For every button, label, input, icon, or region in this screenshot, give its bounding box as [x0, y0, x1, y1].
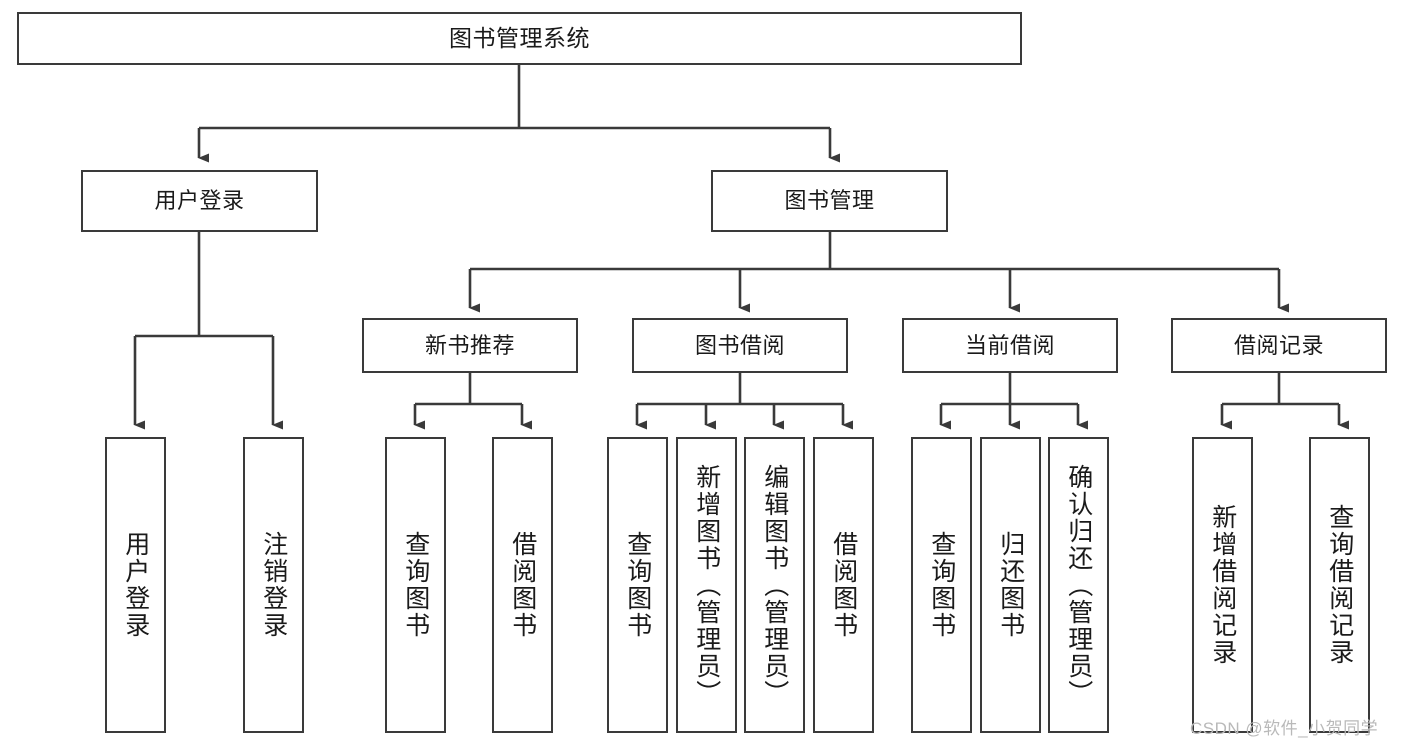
node-leaf-query-record-label: 查询借阅记录: [1325, 504, 1354, 666]
node-root-system[interactable]: 图书管理系统: [17, 12, 1022, 65]
node-book-manage-label: 图书管理: [784, 188, 875, 214]
node-leaf-query-book-3-label: 查询图书: [927, 531, 956, 639]
node-leaf-query-book-2[interactable]: 查询图书: [607, 437, 668, 733]
node-leaf-user-login-label: 用户登录: [121, 531, 150, 639]
node-current-borrow[interactable]: 当前借阅: [902, 318, 1118, 373]
node-leaf-add-book-label: 新增图书（管理员）: [692, 463, 721, 707]
node-leaf-query-book-2-label: 查询图书: [623, 531, 652, 639]
node-leaf-borrow-book-1[interactable]: 借阅图书: [492, 437, 553, 733]
node-leaf-query-book-1-label: 查询图书: [401, 531, 430, 639]
node-leaf-user-logout[interactable]: 注销登录: [243, 437, 304, 733]
node-new-book-recommend-label: 新书推荐: [424, 332, 515, 358]
node-leaf-borrow-book-2[interactable]: 借阅图书: [813, 437, 874, 733]
node-leaf-edit-book[interactable]: 编辑图书（管理员）: [744, 437, 805, 733]
node-new-book-recommend[interactable]: 新书推荐: [362, 318, 578, 373]
node-leaf-borrow-book-2-label: 借阅图书: [829, 531, 858, 639]
node-user-login-label: 用户登录: [154, 188, 245, 214]
node-leaf-confirm-return[interactable]: 确认归还（管理员）: [1048, 437, 1109, 733]
node-leaf-user-login[interactable]: 用户登录: [105, 437, 166, 733]
node-leaf-user-logout-label: 注销登录: [259, 531, 288, 639]
node-leaf-add-book[interactable]: 新增图书（管理员）: [676, 437, 737, 733]
node-book-manage[interactable]: 图书管理: [711, 170, 948, 232]
node-leaf-query-book-1[interactable]: 查询图书: [385, 437, 446, 733]
node-leaf-query-record[interactable]: 查询借阅记录: [1309, 437, 1370, 733]
node-book-borrow[interactable]: 图书借阅: [632, 318, 848, 373]
csdn-watermark: CSDN @软件_小贺同学: [1190, 719, 1379, 738]
node-leaf-add-record-label: 新增借阅记录: [1208, 504, 1237, 666]
node-book-borrow-label: 图书借阅: [694, 332, 785, 358]
node-current-borrow-label: 当前借阅: [964, 332, 1055, 358]
node-root-system-label: 图书管理系统: [449, 25, 590, 52]
node-user-login[interactable]: 用户登录: [81, 170, 318, 232]
node-leaf-return-book[interactable]: 归还图书: [980, 437, 1041, 733]
node-leaf-edit-book-label: 编辑图书（管理员）: [760, 463, 789, 707]
node-leaf-return-book-label: 归还图书: [996, 531, 1025, 639]
node-leaf-add-record[interactable]: 新增借阅记录: [1192, 437, 1253, 733]
node-leaf-borrow-book-1-label: 借阅图书: [508, 531, 537, 639]
node-borrow-record-label: 借阅记录: [1233, 332, 1324, 358]
node-leaf-query-book-3[interactable]: 查询图书: [911, 437, 972, 733]
node-leaf-confirm-return-label: 确认归还（管理员）: [1064, 463, 1093, 707]
node-borrow-record[interactable]: 借阅记录: [1171, 318, 1387, 373]
